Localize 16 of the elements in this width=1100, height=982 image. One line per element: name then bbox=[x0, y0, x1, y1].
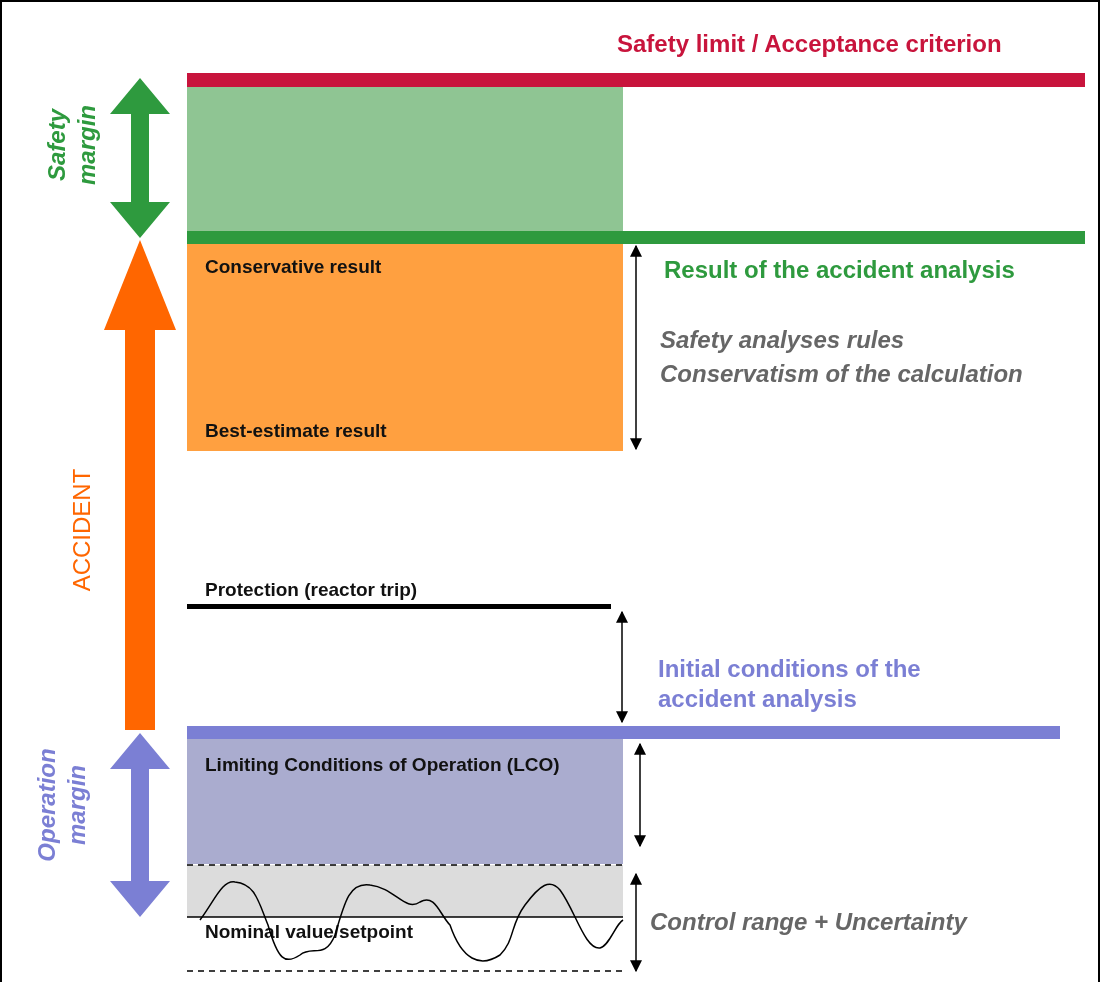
axis-label: ACCIDENT bbox=[67, 467, 96, 594]
result-band bbox=[187, 244, 623, 451]
level-label: Conservatism of the calculation bbox=[660, 360, 1023, 388]
band-text: Conservative result bbox=[205, 256, 382, 278]
level-label: Protection (reactor trip) bbox=[205, 579, 418, 601]
band-text: Limiting Conditions of Operation (LCO) bbox=[205, 753, 561, 777]
lco-band bbox=[187, 739, 623, 864]
band-text: Best-estimate result bbox=[205, 420, 387, 442]
level-label: Result of the accident analysis bbox=[664, 256, 1015, 284]
axis-label: Operation margin bbox=[32, 747, 91, 864]
axis-label: Safety margin bbox=[42, 104, 101, 187]
level-label: Safety limit / Acceptance criterion bbox=[617, 30, 1002, 58]
level-label: Initial conditions of the accident analysis bbox=[658, 654, 922, 714]
margin-band bbox=[187, 87, 623, 232]
level-label: Control range + Uncertainty bbox=[650, 908, 967, 936]
level-label: Safety analyses rules bbox=[660, 326, 905, 354]
